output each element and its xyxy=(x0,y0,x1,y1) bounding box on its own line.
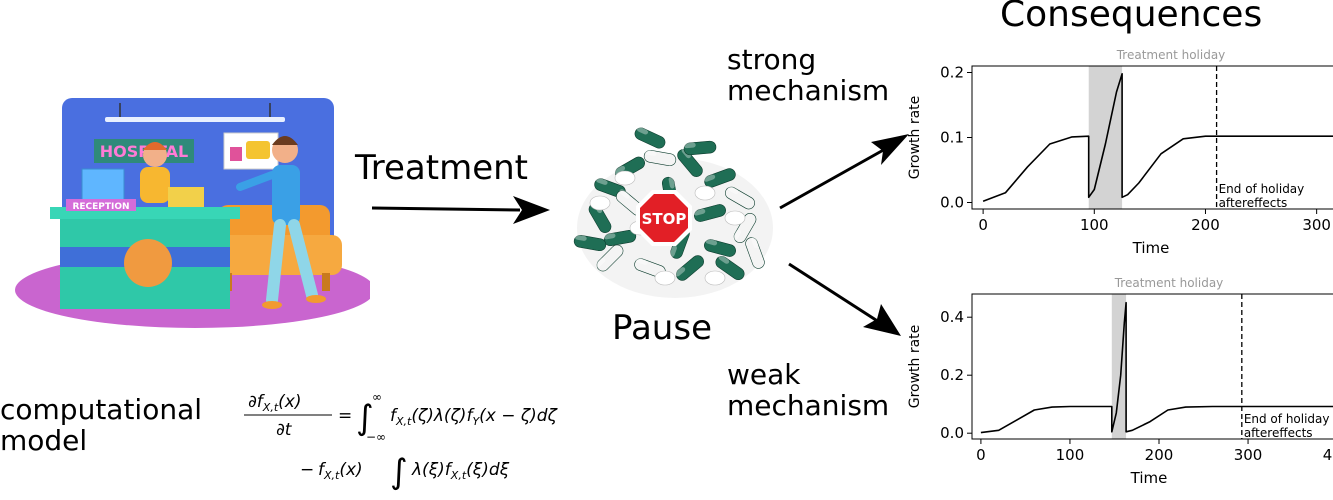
white-tablet xyxy=(589,195,611,211)
strong-mechanism-label: strong mechanism xyxy=(727,43,890,107)
annotation-line1: End of holiday xyxy=(1244,412,1330,426)
x-tick-label: 0 xyxy=(978,216,988,234)
pause-label: Pause xyxy=(612,308,712,348)
svg-text:STOP: STOP xyxy=(642,210,687,228)
y-tick-label: 0.1 xyxy=(940,129,964,147)
white-tablet xyxy=(704,270,726,286)
pill xyxy=(634,126,666,149)
pill xyxy=(683,140,717,156)
y-tick-label: 0.2 xyxy=(940,366,964,384)
computational-model-label: computational model xyxy=(0,393,203,457)
y-axis-label: Growth rate xyxy=(907,96,923,180)
y-tick-label: 0.4 xyxy=(940,308,964,326)
stop-sign: STOP xyxy=(636,190,692,246)
growth-rate-line xyxy=(980,301,1333,434)
x-axis-label: Time xyxy=(1132,239,1170,257)
svg-text:fX,t(ζ)λ(ζ)fY(x − ζ)dζ: fX,t(ζ)λ(ζ)fY(x − ζ)dζ xyxy=(390,406,559,428)
x-tick-label: 300 xyxy=(1234,446,1263,464)
info-board xyxy=(81,168,125,202)
svg-text:∂t: ∂t xyxy=(276,420,293,440)
receptionist-figure xyxy=(140,142,204,207)
chart-weak: Treatment holiday 0 100 200 300 400 0.0 0.2 0.4T… xyxy=(907,276,1333,485)
svg-text:λ(ξ)fX,t(ξ)dξ: λ(ξ)fX,t(ξ)dξ xyxy=(411,460,510,482)
white-tablet xyxy=(694,185,716,201)
x-tick-label: 100 xyxy=(1056,446,1085,464)
svg-text:∂fX,t(x): ∂fX,t(x) xyxy=(248,392,301,414)
pill xyxy=(595,244,624,272)
pill xyxy=(573,234,607,252)
ceiling-light xyxy=(105,117,285,122)
strong-arrow xyxy=(779,134,909,210)
y-tick-label: 0.0 xyxy=(940,424,964,442)
chart-title: Treatment holiday xyxy=(1116,48,1226,62)
pill xyxy=(732,213,757,243)
pill xyxy=(693,204,726,222)
pill xyxy=(745,236,765,269)
treatment-label: Treatment xyxy=(355,148,529,188)
x-tick-label: 0 xyxy=(976,446,986,464)
x-tick-label: 200 xyxy=(1191,216,1220,234)
y-axis-label: Growth rate xyxy=(907,325,923,409)
chart-strong: Treatment holiday 0 100 200 300 0.0 0.1 0.2Time… xyxy=(907,48,1333,257)
annotation-line1: End of holiday xyxy=(1219,182,1305,196)
mechanism-arrows xyxy=(779,134,909,336)
x-axis-label: Time xyxy=(1130,469,1168,485)
reception-desk: RECEPTION xyxy=(50,199,240,309)
svg-text:∫: ∫ xyxy=(356,398,374,438)
equation: ∂fX,t(x) ∂t = ∫ ∞ −∞ fX,t(ζ)λ(ζ)fY(x − ζ… xyxy=(244,390,559,492)
pill xyxy=(643,149,677,167)
treatment-arrow xyxy=(371,196,550,224)
weak-mechanism-label: weak mechanism xyxy=(727,358,890,422)
svg-text:fX,t(x): fX,t(x) xyxy=(318,460,363,482)
pill xyxy=(715,255,745,281)
pill xyxy=(704,238,736,257)
chart-title: Treatment holiday xyxy=(1114,276,1224,290)
white-tablet xyxy=(724,210,746,226)
strong-label-line2: mechanism xyxy=(727,73,890,107)
svg-text:∞: ∞ xyxy=(372,390,382,404)
x-tick-label: 300 xyxy=(1302,216,1331,234)
consequences-title: Consequences xyxy=(1000,0,1263,35)
annotation-line2: aftereffects xyxy=(1244,426,1313,440)
x-tick-label: 400 xyxy=(1323,446,1333,464)
pill xyxy=(703,168,736,188)
pill xyxy=(725,185,755,210)
computational-line1: computational xyxy=(0,393,203,426)
pill xyxy=(674,255,704,281)
y-tick-label: 0.2 xyxy=(940,64,964,82)
weak-label-line2: mechanism xyxy=(727,388,890,422)
strong-label-line1: strong xyxy=(727,43,817,76)
svg-text:∫: ∫ xyxy=(390,452,408,492)
computational-line2: model xyxy=(0,423,88,457)
pills-image: STOP xyxy=(573,126,773,298)
white-tablet xyxy=(654,270,676,286)
svg-text:=: = xyxy=(338,406,352,426)
visitor-figure xyxy=(236,136,326,309)
y-tick-label: 0.0 xyxy=(940,194,964,212)
svg-text:−∞: −∞ xyxy=(366,430,386,444)
weak-label-line1: weak xyxy=(727,358,801,391)
white-tablet xyxy=(614,170,636,186)
svg-text:−: − xyxy=(300,460,314,480)
hospital-illustration: HOSPITAL RECEPTION xyxy=(15,98,370,328)
annotation-line2: aftereffects xyxy=(1219,196,1288,210)
weak-arrow xyxy=(788,262,901,336)
svg-text:RECEPTION: RECEPTION xyxy=(72,202,129,212)
holiday-band xyxy=(1111,294,1127,439)
x-tick-label: 200 xyxy=(1145,446,1174,464)
growth-rate-line xyxy=(982,73,1333,202)
x-tick-label: 100 xyxy=(1080,216,1109,234)
